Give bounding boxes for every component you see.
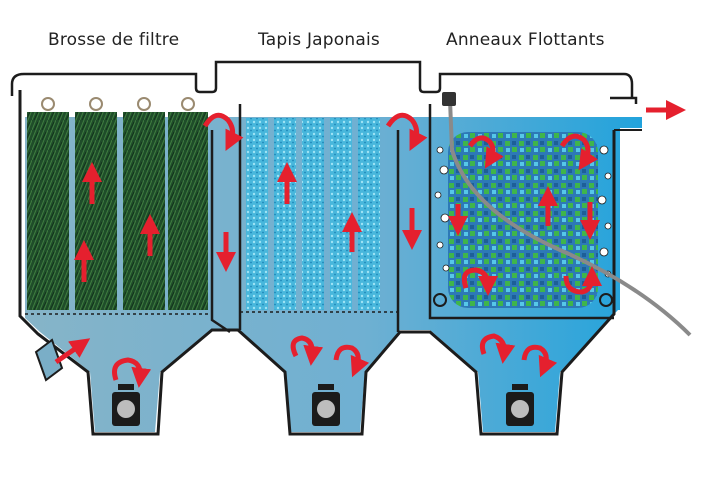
tank-outline (18, 90, 616, 436)
mat-4 (330, 118, 352, 310)
lid-outline (10, 60, 634, 98)
mat-5 (358, 118, 380, 310)
brush-hook-3 (137, 97, 151, 111)
label-brosse-de-filtre: Brosse de filtre (48, 30, 180, 50)
inlet-pipe (34, 338, 64, 382)
mat-3 (302, 118, 324, 310)
brush-4 (168, 112, 208, 310)
mat-2 (274, 118, 296, 310)
pump-icon-3 (506, 384, 534, 426)
pump-icon-1 (112, 384, 140, 426)
mat-1 (246, 118, 268, 310)
circulation-icon-11 (467, 135, 504, 169)
floating-media (448, 132, 598, 308)
circulation-icon-5 (333, 344, 370, 378)
label-anneaux-flottants: Anneaux Flottants (446, 30, 605, 50)
air-diffuser-icon-right (599, 293, 613, 307)
mat-group (246, 118, 380, 310)
air-valve (442, 92, 456, 106)
flow-arrows (54, 100, 686, 365)
flow-arrow-icon-11 (54, 338, 91, 365)
brush-1 (27, 112, 69, 310)
brush-hook-2 (89, 97, 103, 111)
circulation-icon-1 (202, 112, 244, 151)
label-tapis-japonais: Tapis Japonais (258, 30, 380, 50)
circulation-icon-9 (461, 267, 498, 296)
brush-2 (75, 112, 117, 310)
divider-wall-4 (428, 104, 614, 320)
overflow-step (610, 96, 638, 104)
circulation-arrows (112, 112, 602, 388)
circulation-icon-4 (290, 335, 324, 366)
circulation-icon-7 (521, 344, 558, 378)
circulation-icon-10 (563, 266, 602, 295)
circulation-icon-2 (385, 112, 428, 151)
pump-icon-2 (312, 384, 340, 426)
air-diffuser-icon (433, 293, 447, 307)
brush-hook-1 (41, 97, 55, 111)
circulation-icon-6 (479, 333, 516, 364)
divider-wall-1 (210, 130, 231, 334)
circulation-icon-8 (559, 133, 598, 171)
brush-hook-4 (181, 97, 195, 111)
air-line (448, 99, 692, 337)
circulation-icon-3 (112, 357, 152, 388)
brush-3 (123, 112, 165, 310)
